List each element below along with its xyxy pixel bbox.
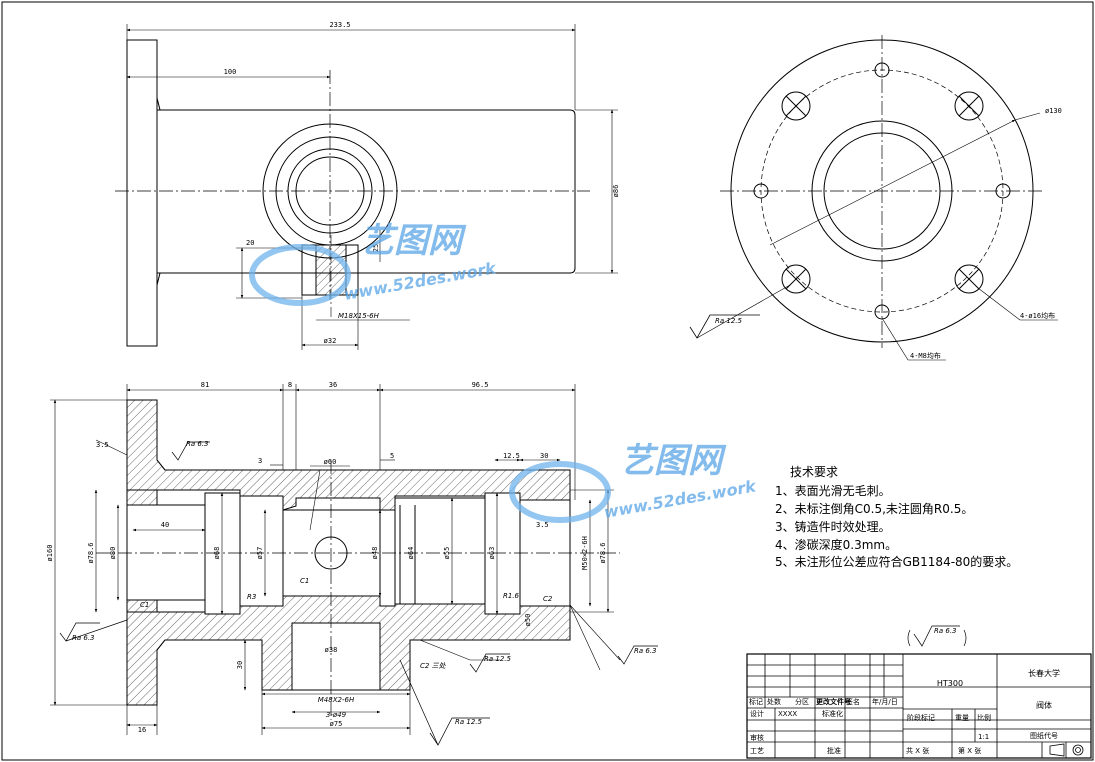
tb-part-name: 阀体 xyxy=(1036,700,1052,710)
dim-48: ø48 xyxy=(371,547,379,560)
dim-16: 16 xyxy=(138,726,146,734)
dim-78b: ø78.6 xyxy=(599,542,607,563)
tb-material: HT300 xyxy=(937,679,963,688)
thread-bottom: M48X2-6H xyxy=(318,696,355,704)
dim-160: ø160 xyxy=(46,545,54,562)
roughness-flange: Ra 12.5 xyxy=(715,317,743,325)
watermark-cn-1: 艺图网 xyxy=(360,221,467,261)
watermark-1: 艺图网 www.52des.work xyxy=(249,221,499,306)
tb-design: 设计 xyxy=(750,709,764,718)
tech-item-2: 2、未标注倒角C0.5,未注圆角R0.5。 xyxy=(775,501,973,516)
tb-stage: 阶段标记 xyxy=(907,713,935,722)
dim-80: ø80 xyxy=(109,547,117,560)
dim-36: 36 xyxy=(329,381,337,389)
watermark-url-1: www.52des.work xyxy=(342,258,498,304)
dim-30: 30 xyxy=(540,452,548,460)
tech-item-4: 4、渗碳深度0.3mm。 xyxy=(775,537,897,552)
tb-scale: 比例 xyxy=(977,713,991,722)
dim-50: ø50 xyxy=(524,614,532,627)
tech-title: 技术要求 xyxy=(790,465,838,479)
roughness-125b: Ra 12.5 xyxy=(455,718,483,726)
roughness-general: Ra 6.3 xyxy=(934,627,957,635)
tech-item-5: 5、未注形位公差应符合GB1184-80的要求。 xyxy=(775,554,1018,569)
dim-96-5: 96.5 xyxy=(472,381,489,389)
dim-81: 81 xyxy=(201,381,209,389)
tb-craft: 工艺 xyxy=(750,747,764,755)
roughness-63a: Ra 6.3 xyxy=(186,440,209,448)
holes-16-label: 4-ø16均布 xyxy=(1020,311,1055,320)
tb-mark: 标记 xyxy=(749,697,763,706)
title-block xyxy=(746,653,1092,759)
tb-weight: 重量 xyxy=(955,714,969,722)
dim-3: 3 xyxy=(258,457,262,465)
roughness-63b: Ra 6.3 xyxy=(72,634,95,642)
dim-100: 100 xyxy=(224,68,237,76)
dim-3-5: 3.5 xyxy=(96,441,109,449)
dim-5: 5 xyxy=(390,452,394,460)
dim-8: 8 xyxy=(288,381,292,389)
tb-approve: 批准 xyxy=(827,746,841,755)
radius-r3: R3 xyxy=(247,593,256,601)
radius-r1-6: R1.6 xyxy=(503,592,520,600)
tb-design-name: XXXX xyxy=(778,710,797,718)
tb-school: 长春大学 xyxy=(1028,668,1060,678)
dim-3-phi49: 3-ø49 xyxy=(326,711,347,719)
dim-3-5b: 3.5 xyxy=(536,521,549,529)
flange-view xyxy=(689,35,1058,361)
tb-sign: 签名 xyxy=(846,697,860,706)
top-view xyxy=(115,24,618,350)
dim-63: ø63 xyxy=(488,547,496,560)
tb-sheet: 第 X 张 xyxy=(958,746,981,755)
dim-25: 25 xyxy=(372,244,380,252)
tb-zone: 分区 xyxy=(795,697,809,706)
dim-68: ø68 xyxy=(213,547,221,560)
chamfer-c1b: C1 xyxy=(300,577,309,585)
dim-86: ø86 xyxy=(612,185,620,198)
tb-total: 共 X 张 xyxy=(906,746,929,755)
watermark-url-2: www.52des.work xyxy=(602,476,758,522)
tb-date: 年/月/日 xyxy=(872,697,898,706)
chamfer-c1: C1 xyxy=(140,601,149,609)
dim-64: ø64 xyxy=(407,547,415,560)
roughness-125a: Ra 12.5 xyxy=(484,655,512,663)
watermark-cn-2: 艺图网 xyxy=(620,441,727,481)
dim-130: ø130 xyxy=(1045,107,1062,115)
dim-55: ø55 xyxy=(443,547,451,560)
chamfer-c2-count: C2 三处 xyxy=(420,662,447,670)
tb-review: 审核 xyxy=(750,733,764,742)
holes-m8-label: 4-M8均布 xyxy=(910,351,941,360)
tech-item-1: 1、表面光滑无毛刺。 xyxy=(775,484,891,498)
tb-drawing-no: 图纸代号 xyxy=(1030,731,1058,740)
dim-32: ø32 xyxy=(324,337,337,345)
dim-38: ø38 xyxy=(325,646,338,654)
tb-scale-value: 1:1 xyxy=(978,733,989,741)
dim-m50: M50×2-6H xyxy=(581,536,589,570)
dim-57: ø57 xyxy=(256,547,264,560)
roughness-63c: Ra 6.3 xyxy=(634,647,657,655)
tech-item-3: 3、铸造件时效处理。 xyxy=(775,519,891,534)
dim-12-5: 12.5 xyxy=(503,452,520,460)
dim-40: 40 xyxy=(161,521,169,529)
chamfer-c2: C2 xyxy=(543,595,553,603)
dim-60: ø60 xyxy=(324,458,337,466)
thread-label-top: M18X15-6H xyxy=(338,312,380,320)
tb-standard: 标准化 xyxy=(822,709,843,718)
tech-requirements: 技术要求 1、表面光滑无毛刺。 2、未标注倒角C0.5,未注圆角R0.5。 3、… xyxy=(775,465,1018,569)
dim-20: 20 xyxy=(246,239,254,247)
dim-78: ø78.6 xyxy=(87,542,95,563)
tb-count: 处数 xyxy=(767,697,781,706)
dim-30b: 30 xyxy=(236,661,244,669)
dim-75: ø75 xyxy=(330,720,343,728)
dim-233-5: 233.5 xyxy=(329,21,350,29)
tb-change-doc: 更改文件号 xyxy=(816,697,851,706)
